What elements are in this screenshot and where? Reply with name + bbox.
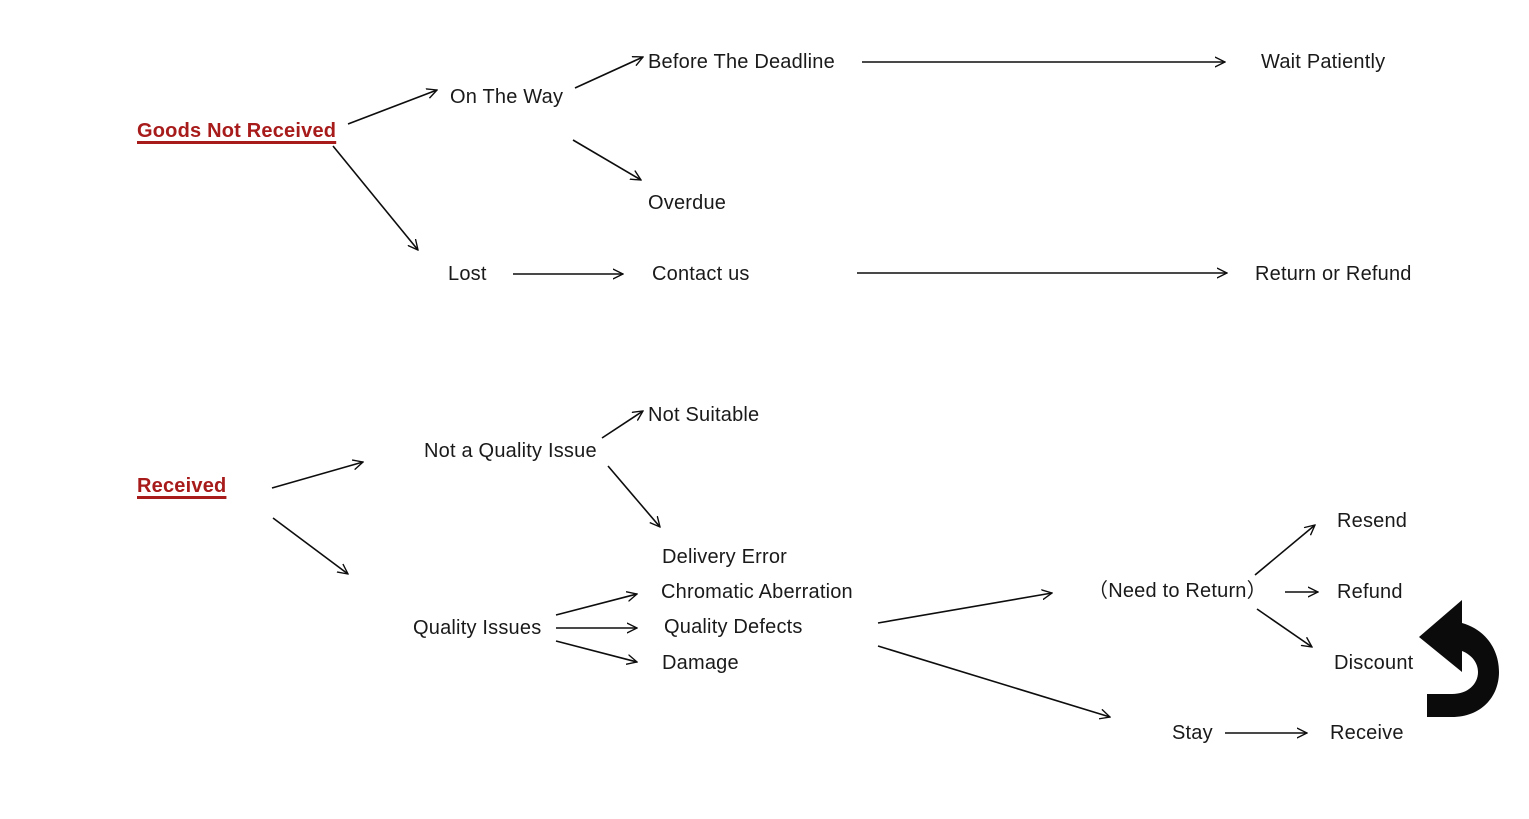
edge-need-to-return-to-discount — [1256, 608, 1312, 647]
node-not-a-quality-issue[interactable]: Not a Quality Issue — [424, 440, 597, 462]
node-discount[interactable]: Discount — [1334, 652, 1414, 674]
node-refund[interactable]: Refund — [1337, 581, 1403, 603]
edge-quality-issues-to-chromatic-aberration — [555, 594, 637, 616]
edge-not-a-quality-issue-to-not-suitable — [601, 411, 643, 439]
node-stay[interactable]: Stay — [1172, 722, 1213, 744]
node-lost[interactable]: Lost — [448, 263, 487, 285]
edge-quality-group-to-need-to-return — [877, 593, 1052, 624]
edge-quality-issues-to-damage — [555, 640, 637, 662]
node-on-the-way[interactable]: On The Way — [450, 86, 564, 108]
node-goods-not-received[interactable]: Goods Not Received — [137, 120, 337, 142]
node-need-to-return[interactable]: （Need to Return） — [1088, 580, 1267, 602]
node-wait-patiently[interactable]: Wait Patiently — [1261, 51, 1386, 73]
node-before-the-deadline[interactable]: Before The Deadline — [648, 51, 835, 73]
node-chromatic-aberration[interactable]: Chromatic Aberration — [661, 581, 853, 603]
node-resend[interactable]: Resend — [1337, 510, 1408, 532]
edge-on-the-way-to-before-deadline — [574, 57, 643, 89]
node-quality-issues[interactable]: Quality Issues — [413, 617, 542, 639]
edge-not-a-quality-issue-to-delivery-error — [607, 465, 660, 527]
loop-arrow-receive-to-discount — [1419, 600, 1499, 746]
node-received[interactable]: Received — [137, 475, 227, 497]
edge-goods-to-lost — [332, 145, 418, 250]
node-quality-defects[interactable]: Quality Defects — [664, 616, 803, 638]
node-not-suitable[interactable]: Not Suitable — [648, 404, 760, 426]
node-return-or-refund[interactable]: Return or Refund — [1255, 263, 1412, 285]
edge-received-to-not-a-quality-issue — [271, 462, 363, 489]
node-receive[interactable]: Receive — [1330, 722, 1404, 744]
edge-need-to-return-to-resend — [1254, 525, 1315, 576]
edge-received-to-quality-issues — [272, 517, 348, 574]
node-contact-us[interactable]: Contact us — [652, 263, 750, 285]
node-overdue[interactable]: Overdue — [648, 192, 727, 214]
node-delivery-error[interactable]: Delivery Error — [662, 546, 788, 568]
edge-on-the-way-to-overdue — [572, 139, 641, 180]
edge-goods-to-on-the-way — [347, 90, 437, 125]
edge-quality-group-to-stay — [877, 645, 1110, 717]
node-damage[interactable]: Damage — [662, 652, 739, 674]
